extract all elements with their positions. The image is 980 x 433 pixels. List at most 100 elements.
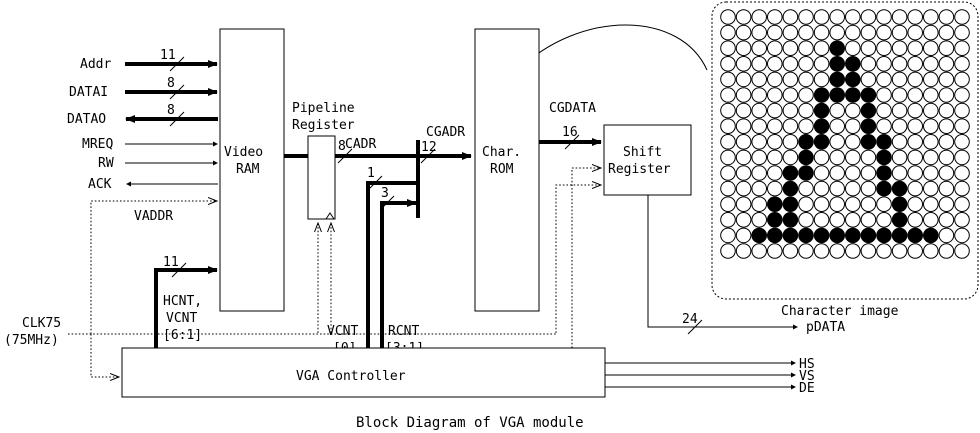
pixel-dot-on — [798, 134, 814, 150]
pixel-dot-off — [891, 118, 908, 134]
pixel-dot-on — [876, 227, 892, 244]
pixel-dot-off — [845, 102, 861, 119]
pixel-dot-off — [735, 134, 752, 150]
pixel-dot-off — [720, 165, 736, 181]
pixel-dot-on — [798, 227, 814, 244]
pixel-dot-off — [751, 212, 768, 228]
pixel-dot-off — [735, 165, 752, 181]
pixel-dot-off — [954, 87, 970, 103]
pixel-dot-off — [767, 149, 783, 166]
char-rom-label-line2: ROM — [490, 162, 514, 177]
pixel-dot-off — [845, 118, 861, 134]
rcnt-bus-slash — [379, 195, 395, 211]
pixel-dot-off — [813, 24, 830, 41]
vaddr-bus-slash — [171, 262, 187, 278]
pixel-dot-off — [891, 149, 908, 166]
pixel-dot-off — [954, 40, 970, 57]
pixel-dot-off — [782, 9, 799, 25]
pixel-dot-off — [860, 56, 877, 72]
pixel-dot-off — [954, 24, 970, 41]
hcnt-label-line1: HCNT, — [163, 294, 202, 309]
pixel-dot-off — [767, 243, 783, 259]
pixel-dot-off — [720, 196, 736, 212]
pixel-dot-off — [767, 56, 783, 72]
pixel-dot-off — [751, 196, 768, 212]
pixel-dot-off — [751, 71, 768, 88]
pixel-dot-on — [907, 227, 924, 244]
video-ram-label-line2: RAM — [236, 162, 260, 177]
rcnt-label: RCNT — [388, 324, 419, 339]
pixel-dot-off — [954, 9, 970, 25]
pixel-dot-off — [954, 134, 970, 150]
pdata-label: pDATA — [806, 320, 845, 335]
video-ram-label-line1: Video — [224, 145, 263, 160]
pixel-dot-off — [751, 24, 768, 41]
pipeline-label-line2: Register — [292, 118, 355, 133]
cgdata-bus-slash — [564, 134, 580, 150]
pixel-dot-off — [813, 71, 830, 88]
pixel-dot-off — [860, 149, 877, 166]
pixel-dot-off — [938, 134, 955, 150]
pixel-dot-off — [938, 56, 955, 72]
pixel-dot-off — [923, 24, 939, 41]
pixel-dot-off — [845, 212, 861, 228]
pixel-dot-off — [720, 180, 736, 197]
pixel-dot-off — [767, 24, 783, 41]
pixel-dot-off — [720, 243, 736, 259]
pixel-dot-off — [891, 243, 908, 259]
pixel-dot-off — [907, 243, 924, 259]
pixel-dot-off — [876, 24, 892, 41]
pixel-dot-off — [954, 227, 970, 244]
pixel-dot-off — [751, 180, 768, 197]
pixel-dot-off — [923, 243, 939, 259]
pixel-dot-off — [782, 87, 799, 103]
pixel-dot-off — [923, 165, 939, 181]
pixel-dot-off — [767, 102, 783, 119]
pixel-dot-off — [923, 180, 939, 197]
pixel-dot-off — [876, 40, 892, 57]
pixel-dot-off — [751, 149, 768, 166]
pixel-dot-off — [923, 118, 939, 134]
pixel-dot-off — [938, 212, 955, 228]
pixel-dot-off — [923, 212, 939, 228]
pixel-dot-off — [891, 134, 908, 150]
pixel-dot-off — [735, 196, 752, 212]
pixel-dot-off — [907, 56, 924, 72]
pixel-dot-off — [798, 196, 814, 212]
pixel-dot-off — [845, 24, 861, 41]
pixel-dot-off — [876, 102, 892, 119]
cgadr-label: CGADR — [426, 125, 465, 140]
pixel-dot-off — [938, 24, 955, 41]
pixel-dot-off — [720, 227, 736, 244]
datao-label: DATAO — [67, 112, 106, 127]
pixel-dot-off — [782, 102, 799, 119]
pixel-dot-off — [891, 40, 908, 57]
pixel-dot-on — [767, 196, 783, 212]
rcnt-width: 3 — [381, 186, 389, 201]
pixel-dot-off — [845, 134, 861, 150]
pixel-dot-off — [751, 9, 768, 25]
pixel-dot-on — [891, 180, 908, 197]
pixel-dot-off — [845, 40, 861, 57]
pdata-width: 24 — [682, 312, 698, 327]
pixel-dot-off — [829, 9, 846, 25]
pixel-dot-on — [891, 196, 908, 212]
pixel-dot-off — [829, 180, 846, 197]
pixel-dot-off — [923, 196, 939, 212]
pixel-dot-on — [829, 40, 846, 57]
pixel-dot-off — [782, 243, 799, 259]
pixel-dot-off — [735, 149, 752, 166]
pixel-dot-on — [876, 180, 892, 197]
pixel-dot-on — [813, 102, 830, 119]
character-dot-grid — [720, 9, 970, 259]
pixel-dot-off — [891, 102, 908, 119]
pixel-dot-off — [813, 165, 830, 181]
pixel-dot-off — [798, 56, 814, 72]
pixel-dot-off — [860, 9, 877, 25]
pixel-dot-on — [829, 56, 846, 72]
pixel-dot-off — [798, 71, 814, 88]
pixel-dot-off — [813, 9, 830, 25]
pixel-dot-off — [907, 40, 924, 57]
pixel-dot-off — [829, 196, 846, 212]
